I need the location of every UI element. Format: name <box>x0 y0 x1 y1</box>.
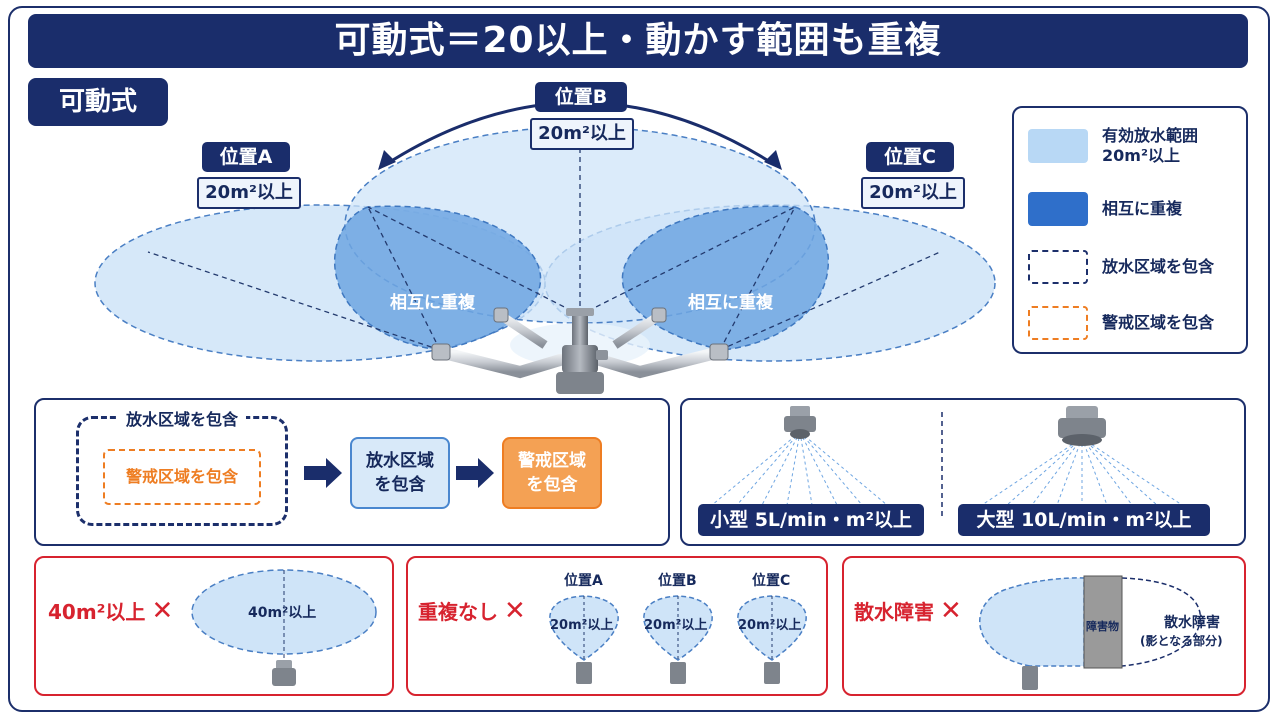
bad-case-obstacle-text: 散水障害 <box>854 600 934 624</box>
bad-case-obstacle-label: 散水障害✕ <box>854 596 962 626</box>
discharge-zone-box: 放水区域を包含 警戒区域を包含 <box>76 406 288 526</box>
outer-frame <box>8 6 1270 712</box>
cross-icon: ✕ <box>151 596 174 626</box>
legend-item-overlap: 相互に重複 <box>1028 192 1182 226</box>
large-area-text: 40m²以上 <box>248 605 317 621</box>
position-b-label: 位置B <box>535 82 627 112</box>
overlap-label-left: 相互に重複 <box>390 293 475 313</box>
warning-zone-step: 警戒区域 を包含 <box>502 437 602 509</box>
legend-text: 有効放水範囲 20m²以上 <box>1102 126 1199 165</box>
orange-dashed-box-icon <box>1028 306 1088 340</box>
monitor-nozzle <box>431 307 729 394</box>
discharge-zone-step: 放水区域 を包含 <box>350 437 450 509</box>
legend-item-warning-zone: 警戒区域を包含 <box>1028 306 1214 340</box>
no-overlap-position-c: 位置C <box>752 573 791 589</box>
bad-case-no-overlap-text: 重複なし <box>418 600 498 624</box>
nozzle-type-panel: 小型 5L/min・m²以上 大型 10L/min・m²以上 <box>680 398 1246 546</box>
position-a-label: 位置A <box>202 142 290 172</box>
legend: 有効放水範囲 20m²以上 相互に重複 放水区域を包含 警戒区域を包含 <box>1012 106 1248 354</box>
legend-item-effective-range: 有効放水範囲 20m²以上 <box>1028 126 1198 166</box>
large-nozzle-icon <box>981 437 1183 506</box>
no-overlap-area-b: 20m²以上 <box>644 618 708 633</box>
shadow-text: 散水障害 <box>1164 615 1220 631</box>
obstacle-block <box>1083 575 1123 669</box>
legend-text: 放水区域を包含 <box>1102 257 1215 276</box>
shadow-note: (影となる部分) <box>1140 634 1223 648</box>
no-overlap-area-c: 20m²以上 <box>738 618 802 633</box>
section-tag: 可動式 <box>28 78 168 126</box>
large-area-illustration <box>191 569 377 686</box>
inclusion-flow-panel: 放水区域を包含 警戒区域を包含 放水区域 を包含 警戒区域 を包含 <box>34 398 670 546</box>
dark-blue-fill-icon <box>1028 192 1088 226</box>
large-nozzle-label: 大型 10L/min・m²以上 <box>958 504 1210 536</box>
position-a-area: 20m²以上 <box>197 177 301 209</box>
no-overlap-area-a: 20m²以上 <box>550 618 614 633</box>
cross-icon: ✕ <box>940 596 962 626</box>
navy-dashed-box-icon <box>1028 250 1088 284</box>
bad-case-area-text: 40m²以上 <box>48 600 146 624</box>
no-overlap-position-a: 位置A <box>564 573 603 589</box>
bad-case-obstacle-panel: 散水障害✕ 障害物 散水障害 (影となる部分) <box>842 556 1246 696</box>
legend-text: 警戒区域を包含 <box>1102 313 1215 332</box>
small-nozzle-icon <box>711 431 888 506</box>
obstacle-text: 障害物 <box>1086 620 1119 633</box>
obstacle-illustration <box>979 575 1202 690</box>
arrow-right-icon <box>456 458 494 488</box>
nozzle-spray-illustration <box>711 406 1183 520</box>
light-blue-fill-icon <box>1028 129 1088 163</box>
cross-icon: ✕ <box>504 596 526 626</box>
spray-diagram <box>94 101 996 394</box>
bad-case-area-label: 40m²以上✕ <box>48 596 173 626</box>
separate-areas-illustration <box>549 595 807 684</box>
bad-case-no-overlap-label: 重複なし✕ <box>418 596 526 626</box>
small-nozzle-label: 小型 5L/min・m²以上 <box>698 504 924 536</box>
position-c-label: 位置C <box>866 142 954 172</box>
legend-text: 相互に重複 <box>1102 199 1183 218</box>
overlap-label-right: 相互に重複 <box>688 293 773 313</box>
bad-case-no-overlap-panel: 重複なし✕ 位置A 位置B 位置C 20m²以上 20m²以上 20m²以上 <box>406 556 828 696</box>
legend-item-discharge-zone: 放水区域を包含 <box>1028 250 1214 284</box>
page-title: 可動式＝20以上・動かす範囲も重複 <box>28 14 1248 68</box>
no-overlap-position-b: 位置B <box>658 573 697 589</box>
position-b-area: 20m²以上 <box>530 118 634 150</box>
arrow-right-icon <box>304 458 342 488</box>
discharge-zone-label: 放水区域を包含 <box>117 406 247 430</box>
bad-case-area-panel: 40m²以上✕ 40m²以上 <box>34 556 394 696</box>
position-c-area: 20m²以上 <box>861 177 965 209</box>
warning-zone-box: 警戒区域を包含 <box>103 449 261 505</box>
